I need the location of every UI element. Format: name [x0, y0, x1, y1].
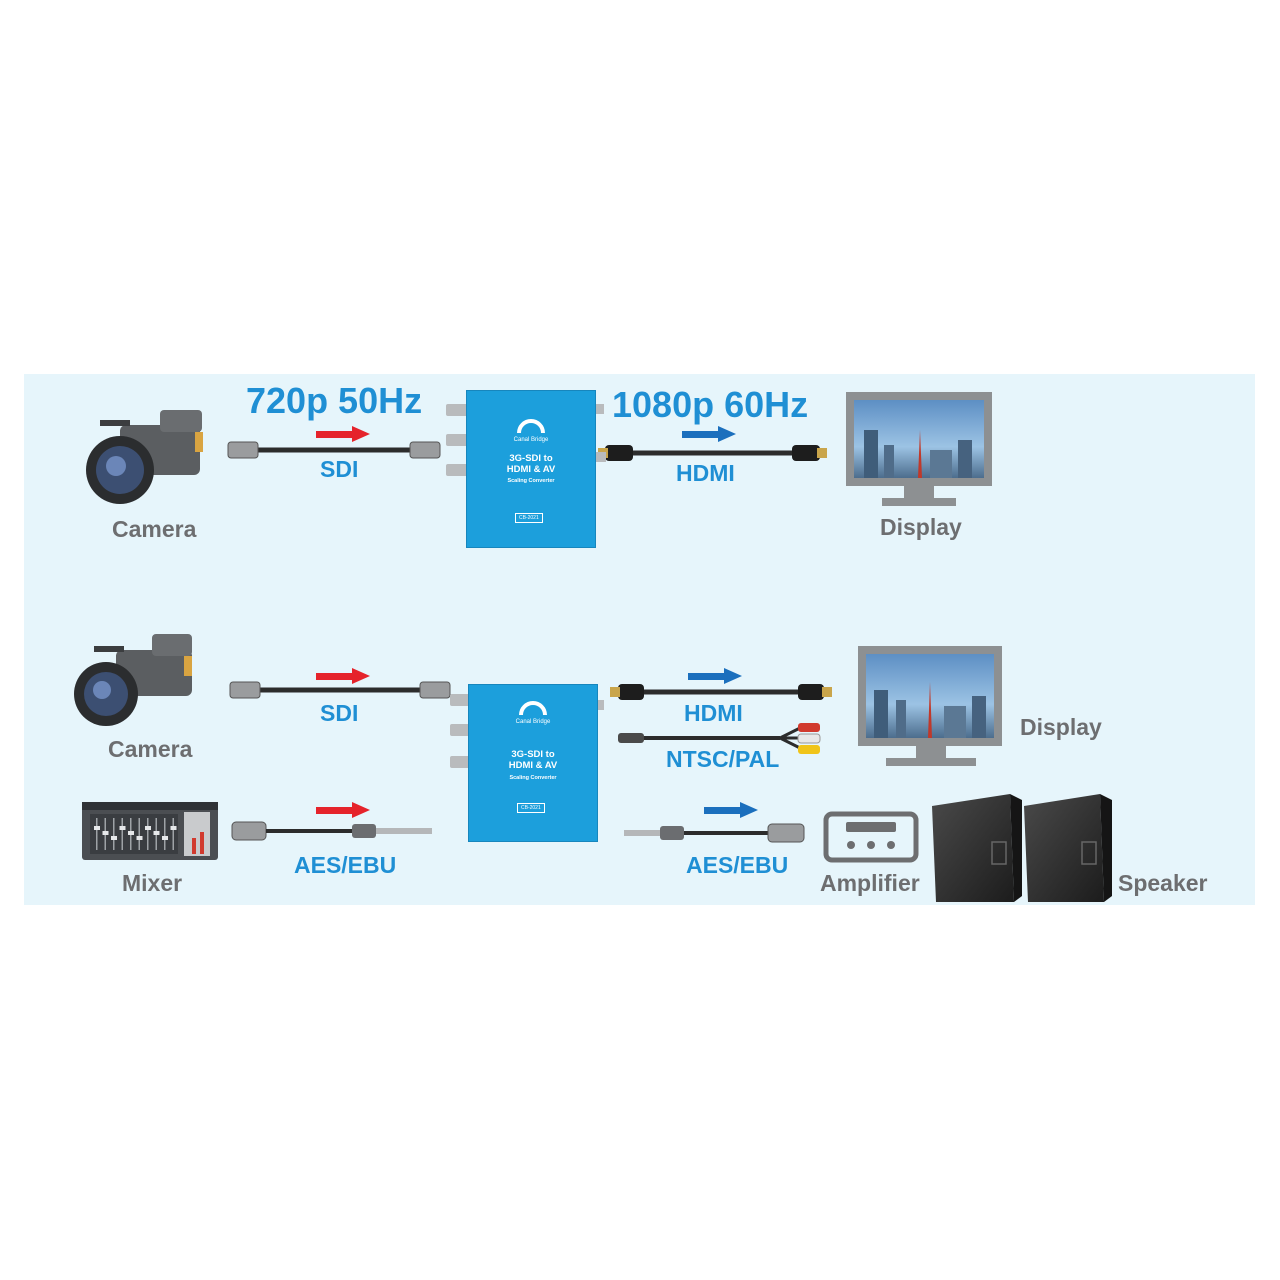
fader-knob: [145, 826, 151, 830]
display-icon: [846, 392, 992, 506]
device-model-line2: HDMI & AV: [508, 760, 558, 771]
device-brand: Canal Bridge: [515, 719, 551, 725]
fader-track: [113, 818, 115, 850]
device-model-line1: 3G-SDI to: [511, 749, 555, 760]
camera-icon: [86, 410, 203, 504]
display-icon: [858, 646, 1002, 766]
device-ports: [446, 404, 606, 768]
output-arrow: [682, 426, 736, 442]
camera-label: Camera: [112, 516, 197, 542]
input-arrow: [316, 426, 370, 442]
device-model-line1: 3G-SDI to: [509, 453, 553, 464]
fader-knob: [102, 831, 109, 835]
fader-track: [147, 818, 149, 850]
fader-track: [121, 818, 123, 850]
hdmi-cable-label: HDMI: [684, 700, 743, 726]
hdmi-cable: [598, 445, 827, 461]
input-arrow: [316, 668, 370, 684]
hdmi-cable: [610, 684, 832, 700]
aes-ebu-in-label: AES/EBU: [294, 852, 397, 878]
fader-knob: [153, 831, 160, 835]
fader-knob: [128, 831, 134, 835]
mixer-icon: [82, 802, 218, 860]
fader-knob: [162, 836, 168, 840]
input-format-label: 720p 50Hz: [246, 380, 423, 421]
input-arrow: [316, 802, 370, 818]
device-subtitle: Scaling Converter: [507, 478, 555, 484]
device-code: CB-2021: [515, 513, 543, 523]
ntsc-pal-cable-label: NTSC/PAL: [666, 746, 780, 772]
sdi-cable: [229, 681, 451, 699]
camera-label: Camera: [108, 736, 193, 762]
speaker-icon: [1024, 794, 1112, 902]
hdmi-cable-label: HDMI: [676, 460, 735, 486]
device-code: CB-2021: [517, 803, 545, 813]
sdi-cable-label: SDI: [320, 456, 359, 482]
bridge-logo-icon: [519, 701, 547, 716]
fader-knob: [111, 836, 117, 840]
output-format-label: 1080p 60Hz: [612, 384, 809, 425]
aes-ebu-out-label: AES/EBU: [686, 852, 789, 878]
fader-knob: [170, 826, 177, 830]
composite-av-cable: [618, 723, 821, 754]
xlr-to-jack-cable: [231, 821, 432, 841]
fader-knob: [136, 836, 143, 840]
fader-track: [172, 818, 174, 850]
mixer-label: Mixer: [122, 870, 183, 896]
bridge-logo-icon: [517, 419, 545, 434]
device-brand: Canal Bridge: [513, 437, 549, 443]
output-arrow: [688, 668, 742, 684]
fader-track: [164, 818, 166, 850]
converter-device: Canal Bridge 3G-SDI to HDMI & AV Scaling…: [466, 390, 596, 548]
device-model-line2: HDMI & AV: [506, 464, 556, 475]
mixer-faders: [94, 818, 177, 850]
camera-icon: [74, 634, 192, 726]
jack-to-xlr-cable: [624, 823, 805, 843]
amplifier-icon: [823, 811, 919, 863]
converter-device: Canal Bridge 3G-SDI to HDMI & AV Scaling…: [468, 684, 598, 842]
speaker-icon: [932, 794, 1022, 902]
display-label: Display: [1020, 714, 1102, 740]
fader-knob: [119, 826, 126, 830]
amplifier-label: Amplifier: [820, 870, 920, 896]
speaker-label: Speaker: [1118, 870, 1208, 896]
sdi-cable-label: SDI: [320, 700, 359, 726]
fader-knob: [94, 826, 100, 830]
fader-track: [138, 818, 140, 850]
output-arrow: [704, 802, 758, 818]
device-subtitle: Scaling Converter: [509, 775, 557, 781]
fader-track: [96, 818, 98, 850]
display-label: Display: [880, 514, 962, 540]
sdi-cable: [227, 441, 441, 459]
